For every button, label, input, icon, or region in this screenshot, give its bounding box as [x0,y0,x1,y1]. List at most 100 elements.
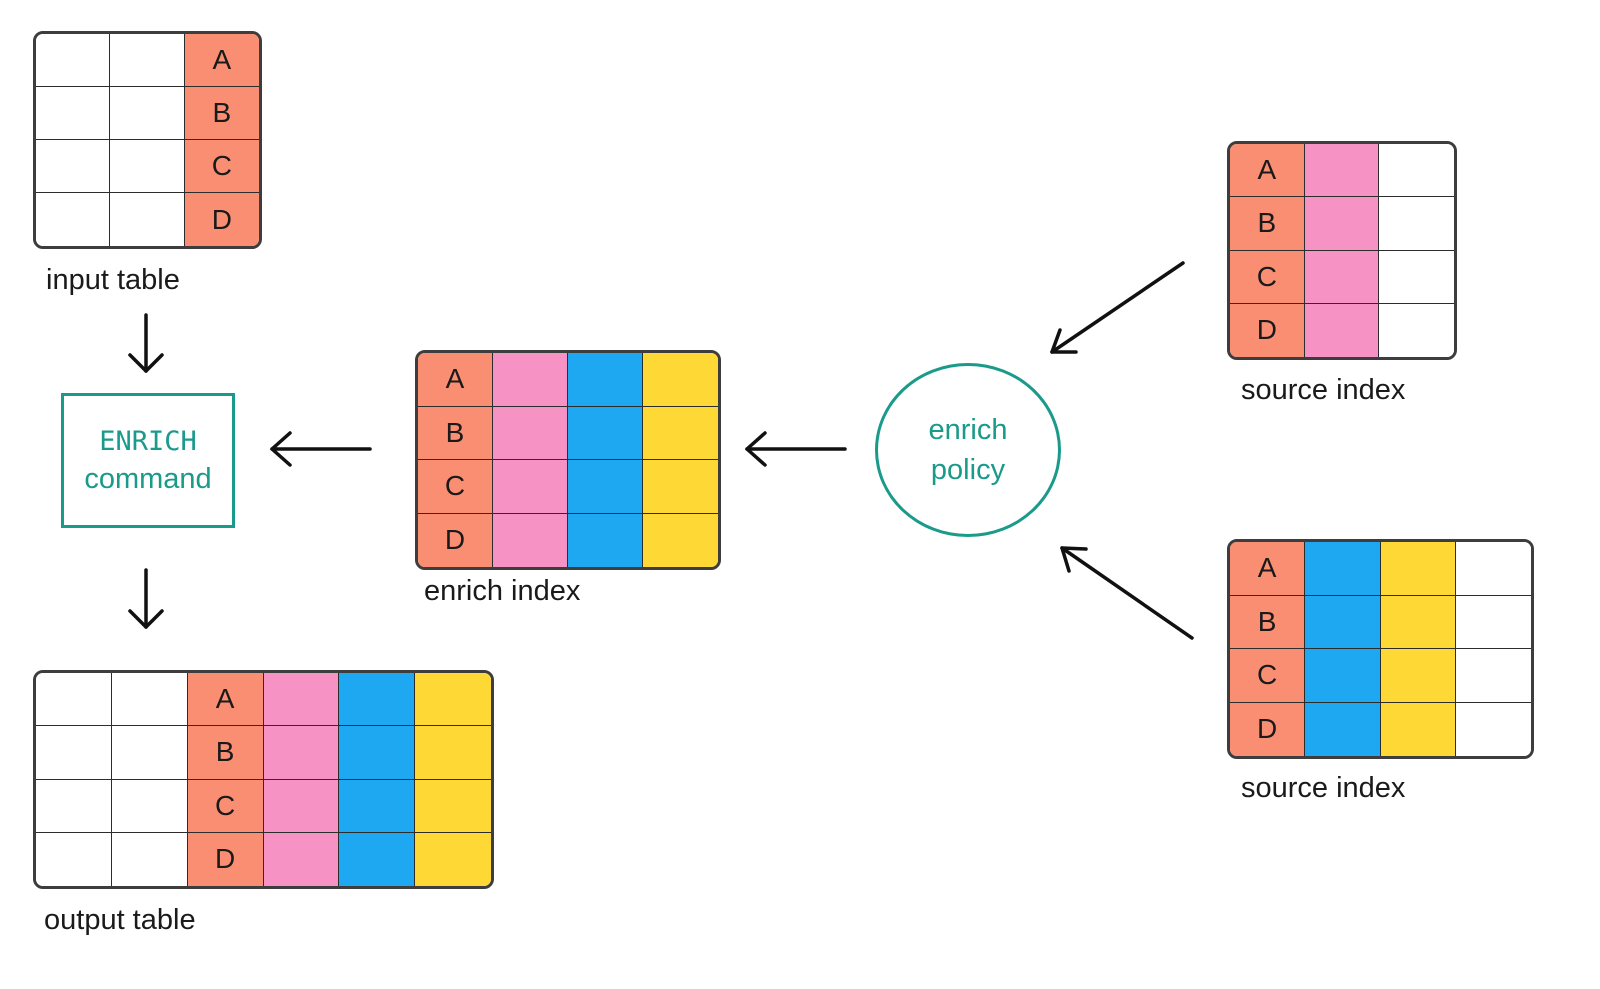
key-cell: A [184,34,259,87]
pink-cell [493,406,568,460]
empty-cell [1379,250,1454,304]
source-index-label-2: source index [1241,772,1406,804]
key-cell: C [184,140,259,193]
enrich-index-label: enrich index [424,575,581,607]
empty-cell [1379,197,1454,251]
key-cell: D [418,513,493,567]
yellow-cell [415,726,491,780]
empty-cell [1379,303,1454,357]
blue-cell [339,779,416,833]
output-table-label: output table [44,904,196,936]
blue-cell [339,726,416,780]
arrow-left-icon [745,431,847,467]
yellow-cell [1380,702,1456,756]
key-cell: B [187,726,264,780]
arrow-down-icon [128,313,164,373]
empty-cell [110,193,185,246]
key-cell: A [418,353,493,407]
blue-cell [1305,595,1381,649]
arrow-diagonal-down-left-icon [1050,261,1185,354]
empty-cell [110,34,185,87]
pink-cell [263,832,340,886]
pink-cell [263,726,340,780]
key-cell: D [187,832,264,886]
arrow-left-icon [270,431,372,467]
empty-cell [36,779,112,833]
yellow-cell [643,460,718,514]
blue-cell [1305,542,1381,596]
empty-cell [110,140,185,193]
pink-cell [1304,197,1380,251]
empty-cell [1455,595,1531,649]
enrich-command-word: command [84,462,212,495]
yellow-cell [1380,595,1456,649]
source-index-label-1: source index [1241,374,1406,406]
blue-cell [568,513,643,567]
pink-cell [1304,250,1380,304]
key-cell: D [1230,702,1306,756]
yellow-cell [415,832,491,886]
arrow-diagonal-up-left-icon [1060,546,1194,640]
blue-cell [339,832,416,886]
key-cell: C [187,779,264,833]
blue-cell [568,353,643,407]
key-cell: C [1230,649,1306,703]
key-cell: A [1230,144,1305,198]
yellow-cell [643,406,718,460]
empty-cell [111,832,188,886]
blue-cell [339,673,416,727]
input-table-label: input table [46,264,180,296]
pink-cell [1304,303,1380,357]
enrich-command-keyword: ENRICH [99,425,197,457]
blue-cell [568,406,643,460]
yellow-cell [415,673,491,727]
key-cell: B [1230,197,1305,251]
pink-cell [493,460,568,514]
blue-cell [1305,702,1381,756]
pink-cell [1304,144,1380,198]
blue-cell [1305,649,1381,703]
enrich-policy-circle: enrich policy [875,363,1061,537]
empty-cell [111,726,188,780]
key-cell: D [184,193,259,246]
arrow-down-icon [128,568,164,629]
empty-cell [110,87,185,140]
empty-cell [111,673,188,727]
empty-cell [1455,649,1531,703]
key-cell: D [1230,303,1305,357]
key-cell: B [184,87,259,140]
pink-cell [263,779,340,833]
pink-cell [263,673,340,727]
empty-cell [36,34,111,87]
enrich-policy-line2: policy [930,454,1006,486]
yellow-cell [1380,542,1456,596]
yellow-cell [643,353,718,407]
yellow-cell [643,513,718,567]
empty-cell [36,140,111,193]
key-cell: C [1230,250,1305,304]
blue-cell [568,460,643,514]
enrich-command-box: ENRICH command [61,393,235,528]
key-cell: B [1230,595,1306,649]
yellow-cell [415,779,491,833]
empty-cell [36,87,111,140]
empty-cell [36,193,111,246]
pink-cell [493,353,568,407]
empty-cell [36,673,112,727]
empty-cell [1379,144,1454,198]
empty-cell [36,726,112,780]
key-cell: B [418,406,493,460]
enrich-policy-line1: enrich [928,414,1008,446]
yellow-cell [1380,649,1456,703]
empty-cell [111,779,188,833]
key-cell: A [1230,542,1306,596]
empty-cell [36,832,112,886]
pink-cell [493,513,568,567]
empty-cell [1455,542,1531,596]
key-cell: C [418,460,493,514]
